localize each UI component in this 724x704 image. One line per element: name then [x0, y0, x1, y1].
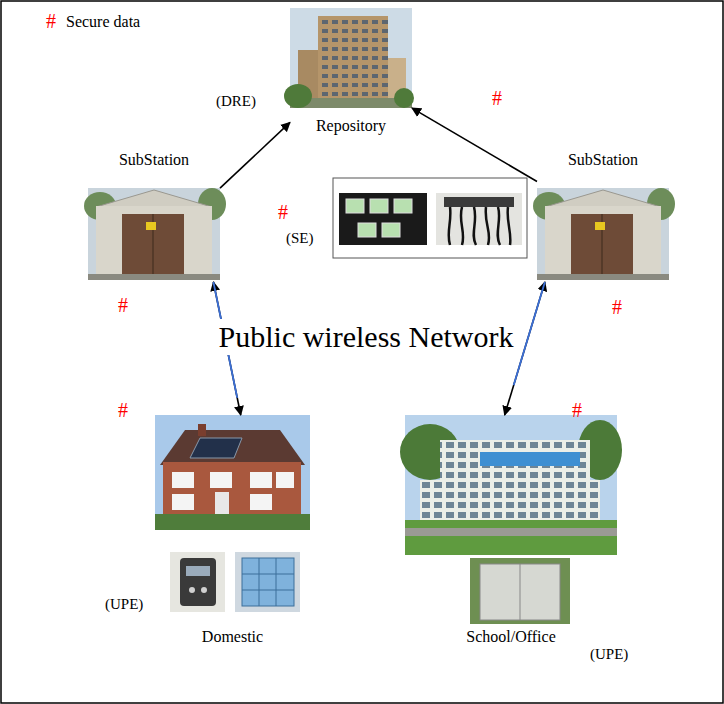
wireless-link-segment	[412, 108, 537, 181]
equipment-code: (SE)	[286, 229, 314, 247]
site-caption: Repository	[314, 116, 388, 135]
sensor-equipment-photos	[333, 178, 527, 258]
equipment-code: (DRE)	[216, 92, 256, 110]
secure-mark: #	[612, 295, 622, 319]
repository-photo	[284, 8, 414, 108]
connector-arrow	[412, 108, 537, 181]
site-caption: Domestic	[200, 627, 265, 646]
secure-mark: #	[572, 398, 582, 422]
site-caption: SubStation	[566, 150, 640, 169]
secure-mark: #	[492, 86, 502, 110]
legend-text: Secure data	[66, 12, 140, 31]
site-caption: SubStation	[117, 150, 191, 169]
substation-building: SubStation	[537, 148, 669, 282]
connector-arrow	[220, 122, 290, 188]
secure-mark: #	[46, 9, 56, 33]
cabinet-photo	[470, 558, 570, 624]
school-office-site: School/Office	[405, 415, 617, 650]
secure-mark: #	[278, 200, 288, 224]
substation-building: SubStation	[88, 148, 220, 282]
equipment-code: (UPE)	[590, 645, 628, 663]
substation-photo	[533, 188, 675, 280]
substation-photo	[84, 188, 226, 280]
repository-building: Repository	[290, 8, 412, 138]
network-name: Public wireless Network	[217, 319, 516, 355]
site-caption: School/Office	[464, 627, 557, 646]
meter-device-photo	[170, 552, 300, 612]
school-photo	[400, 415, 622, 555]
domestic-site: Domestic	[150, 415, 315, 650]
wireless-link-segment	[220, 122, 290, 188]
house-photo	[155, 415, 310, 530]
network-cloud: Public wireless Network	[40, 272, 692, 402]
equipment-code: (UPE)	[105, 595, 143, 613]
secure-mark: #	[118, 293, 128, 317]
secure-mark: #	[118, 398, 128, 422]
